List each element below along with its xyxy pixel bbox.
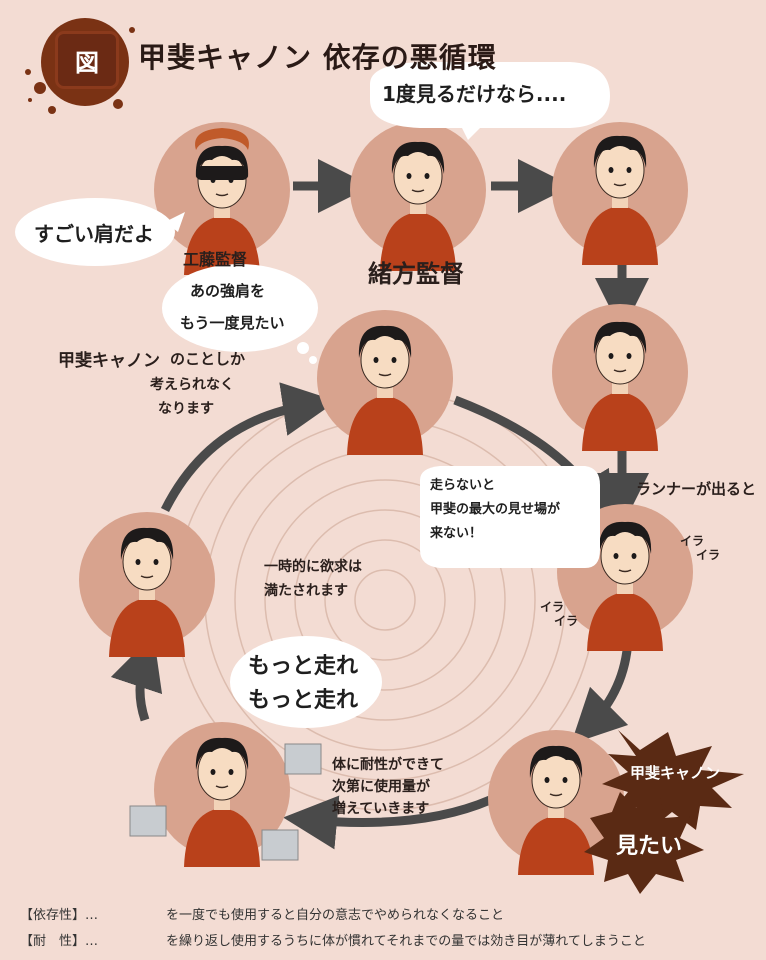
bubble-motto-2: もっと走れ: [248, 682, 358, 714]
bubble-hashiranai-3: 来ない！: [430, 522, 482, 541]
label-ogata: 緒方監督: [368, 254, 464, 289]
footer-text-dependence: を一度でも使用すると自分の意志でやめられなくなること: [166, 904, 504, 923]
text-tolerance-2: 次第に使用量が: [332, 776, 430, 796]
text-satisfied-1: 一時的に欲求は: [264, 556, 362, 576]
text-cannon-think-3: 考えられなく: [150, 374, 234, 394]
burst-text-cannon: 甲斐キャノン: [630, 762, 720, 783]
text-runner: ランナーが出ると: [636, 478, 756, 499]
footer-label-dependence: 【依存性】…: [20, 904, 98, 923]
person-ogata: [350, 122, 486, 271]
bubble-sugoi: すごい肩だよ: [34, 218, 154, 247]
figure-badge: 図: [58, 34, 116, 86]
person-center-top: [317, 310, 453, 455]
person-satisfied: [79, 512, 215, 657]
bubble-motto-1: もっと走れ: [248, 648, 358, 680]
text-cannon-think-4: なります: [158, 398, 214, 418]
text-ira-right-2: イラ: [696, 546, 720, 563]
text-tolerance-1: 体に耐性ができて: [332, 754, 444, 774]
bubble-kudo-line2: もう一度見たい: [180, 312, 285, 333]
bubble-think-once: 1度見るだけなら....: [382, 78, 566, 107]
bubble-hashiranai-2: 甲斐の最大の見せ場が: [430, 498, 560, 517]
text-ira-left-2: イラ: [554, 612, 578, 629]
text-satisfied-2: 満たされます: [264, 580, 348, 600]
text-cannon-think-2: のことしか: [170, 348, 245, 369]
person-tolerance: [130, 722, 321, 867]
text-tolerance-3: 増えていきます: [332, 798, 429, 818]
footer-text-tolerance: を繰り返し使用するうちに体が慣れてそれまでの量では効き目が薄れてしまうこと: [166, 930, 646, 949]
person-4: [552, 304, 688, 451]
text-cannon-think-1: 甲斐キャノン: [58, 346, 160, 371]
bubble-hashiranai-1: 走らないと: [430, 474, 495, 493]
footer-label-tolerance: 【耐 性】…: [20, 930, 98, 949]
label-kudo: 工藤監督: [183, 246, 247, 270]
bubble-kudo-line1: あの強肩を: [190, 280, 265, 301]
person-3: [552, 122, 688, 265]
burst-text-mitai: 見たい: [616, 828, 682, 860]
page-title: 甲斐キャノン 依存の悪循環: [138, 36, 497, 76]
